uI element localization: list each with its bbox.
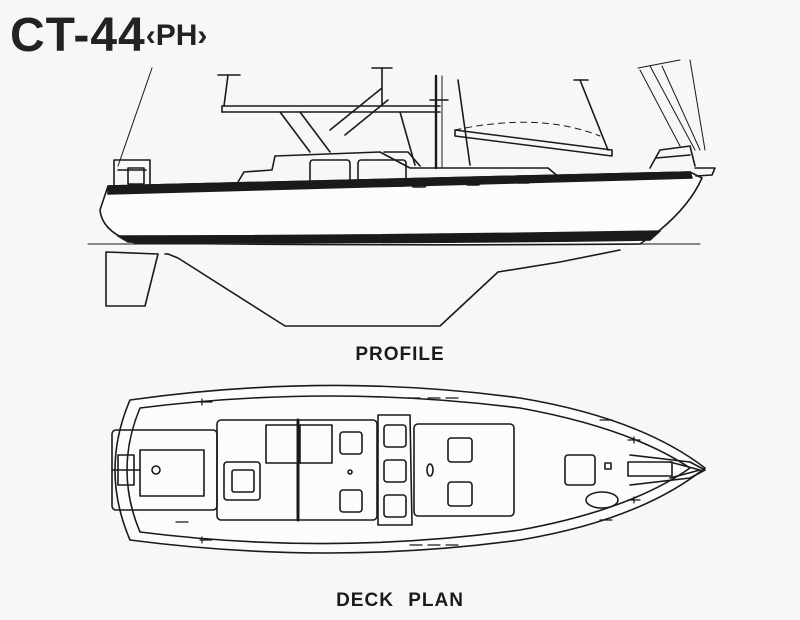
fore-cabin-roof [377, 414, 413, 526]
boom [454, 129, 613, 157]
keel [167, 249, 621, 327]
pilothouse-window-1 [309, 159, 351, 187]
fittings-top [199, 397, 641, 444]
antenna-1 [223, 74, 229, 107]
forestay [639, 69, 681, 147]
deck-plan-caption: DECK PLAN [336, 590, 464, 611]
bow-pulpit [649, 145, 696, 169]
hatch-2 [339, 489, 363, 513]
boat-model: ‹PH› [145, 19, 208, 52]
leader-line [117, 67, 153, 167]
bow-pulpit-deck [629, 454, 706, 486]
boat-name: CT-44 [10, 9, 146, 62]
mast-step [426, 463, 434, 477]
forehatch [564, 454, 596, 486]
mizzen-strut [579, 79, 609, 151]
deck-outline [114, 384, 706, 554]
pilothouse-window-2 [357, 159, 407, 187]
cabin-trunk [237, 151, 561, 183]
winch [585, 491, 619, 509]
drawing-title: CT-44‹PH› [10, 12, 207, 60]
deck-plan-view [111, 384, 706, 554]
deck-fitting [347, 469, 353, 475]
stern-box [127, 167, 145, 185]
porthole-2 [465, 177, 481, 186]
stern-pulpit [113, 159, 151, 187]
bowsprit [694, 167, 716, 177]
foredeck-house [413, 423, 515, 517]
hatch-5 [383, 494, 407, 518]
topping-lift [454, 121, 601, 137]
hatch-3 [383, 424, 407, 448]
porthole-3 [515, 175, 531, 184]
profile-view [87, 59, 716, 327]
sheer-stripe [107, 171, 693, 195]
porthole-1 [411, 179, 427, 188]
hatch-4 [383, 459, 407, 483]
cleat [604, 462, 612, 470]
hatch-6 [447, 437, 473, 463]
anchor-well [627, 461, 673, 477]
helm-wheel [151, 465, 161, 475]
profile-caption: PROFILE [355, 344, 445, 365]
companionway [223, 461, 261, 501]
shroud [457, 79, 471, 166]
boot-stripe [117, 230, 661, 244]
hatch-7 [447, 481, 473, 507]
arch-strut [329, 87, 383, 131]
fittings-bottom [175, 496, 641, 546]
hatch-1 [339, 431, 363, 455]
helm-area [139, 449, 205, 497]
rudder [105, 251, 159, 307]
